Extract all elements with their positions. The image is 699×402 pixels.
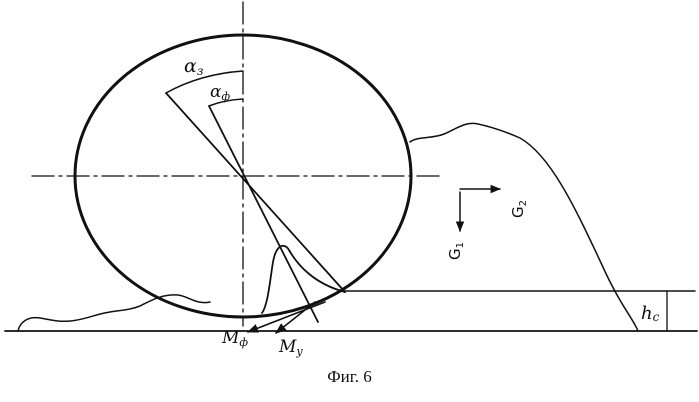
my-label: My	[278, 337, 303, 358]
alpha-z-label: αз	[184, 55, 203, 78]
g1-label: G1	[446, 242, 466, 260]
g2-label: G2	[509, 200, 529, 218]
right-soil-profile	[410, 123, 638, 331]
left-soil-profile	[18, 295, 210, 331]
hc-label: hc	[641, 303, 660, 324]
figure-drawing: αз αф G2 G1 Mф My hc	[0, 0, 699, 365]
figure-caption: Фиг. 6	[0, 367, 699, 387]
alpha-z-line	[166, 93, 345, 292]
alpha-f-label: αф	[210, 82, 230, 103]
my-arrow	[276, 302, 315, 333]
alpha-f-line	[209, 106, 318, 322]
alpha-z-arc	[166, 71, 243, 93]
